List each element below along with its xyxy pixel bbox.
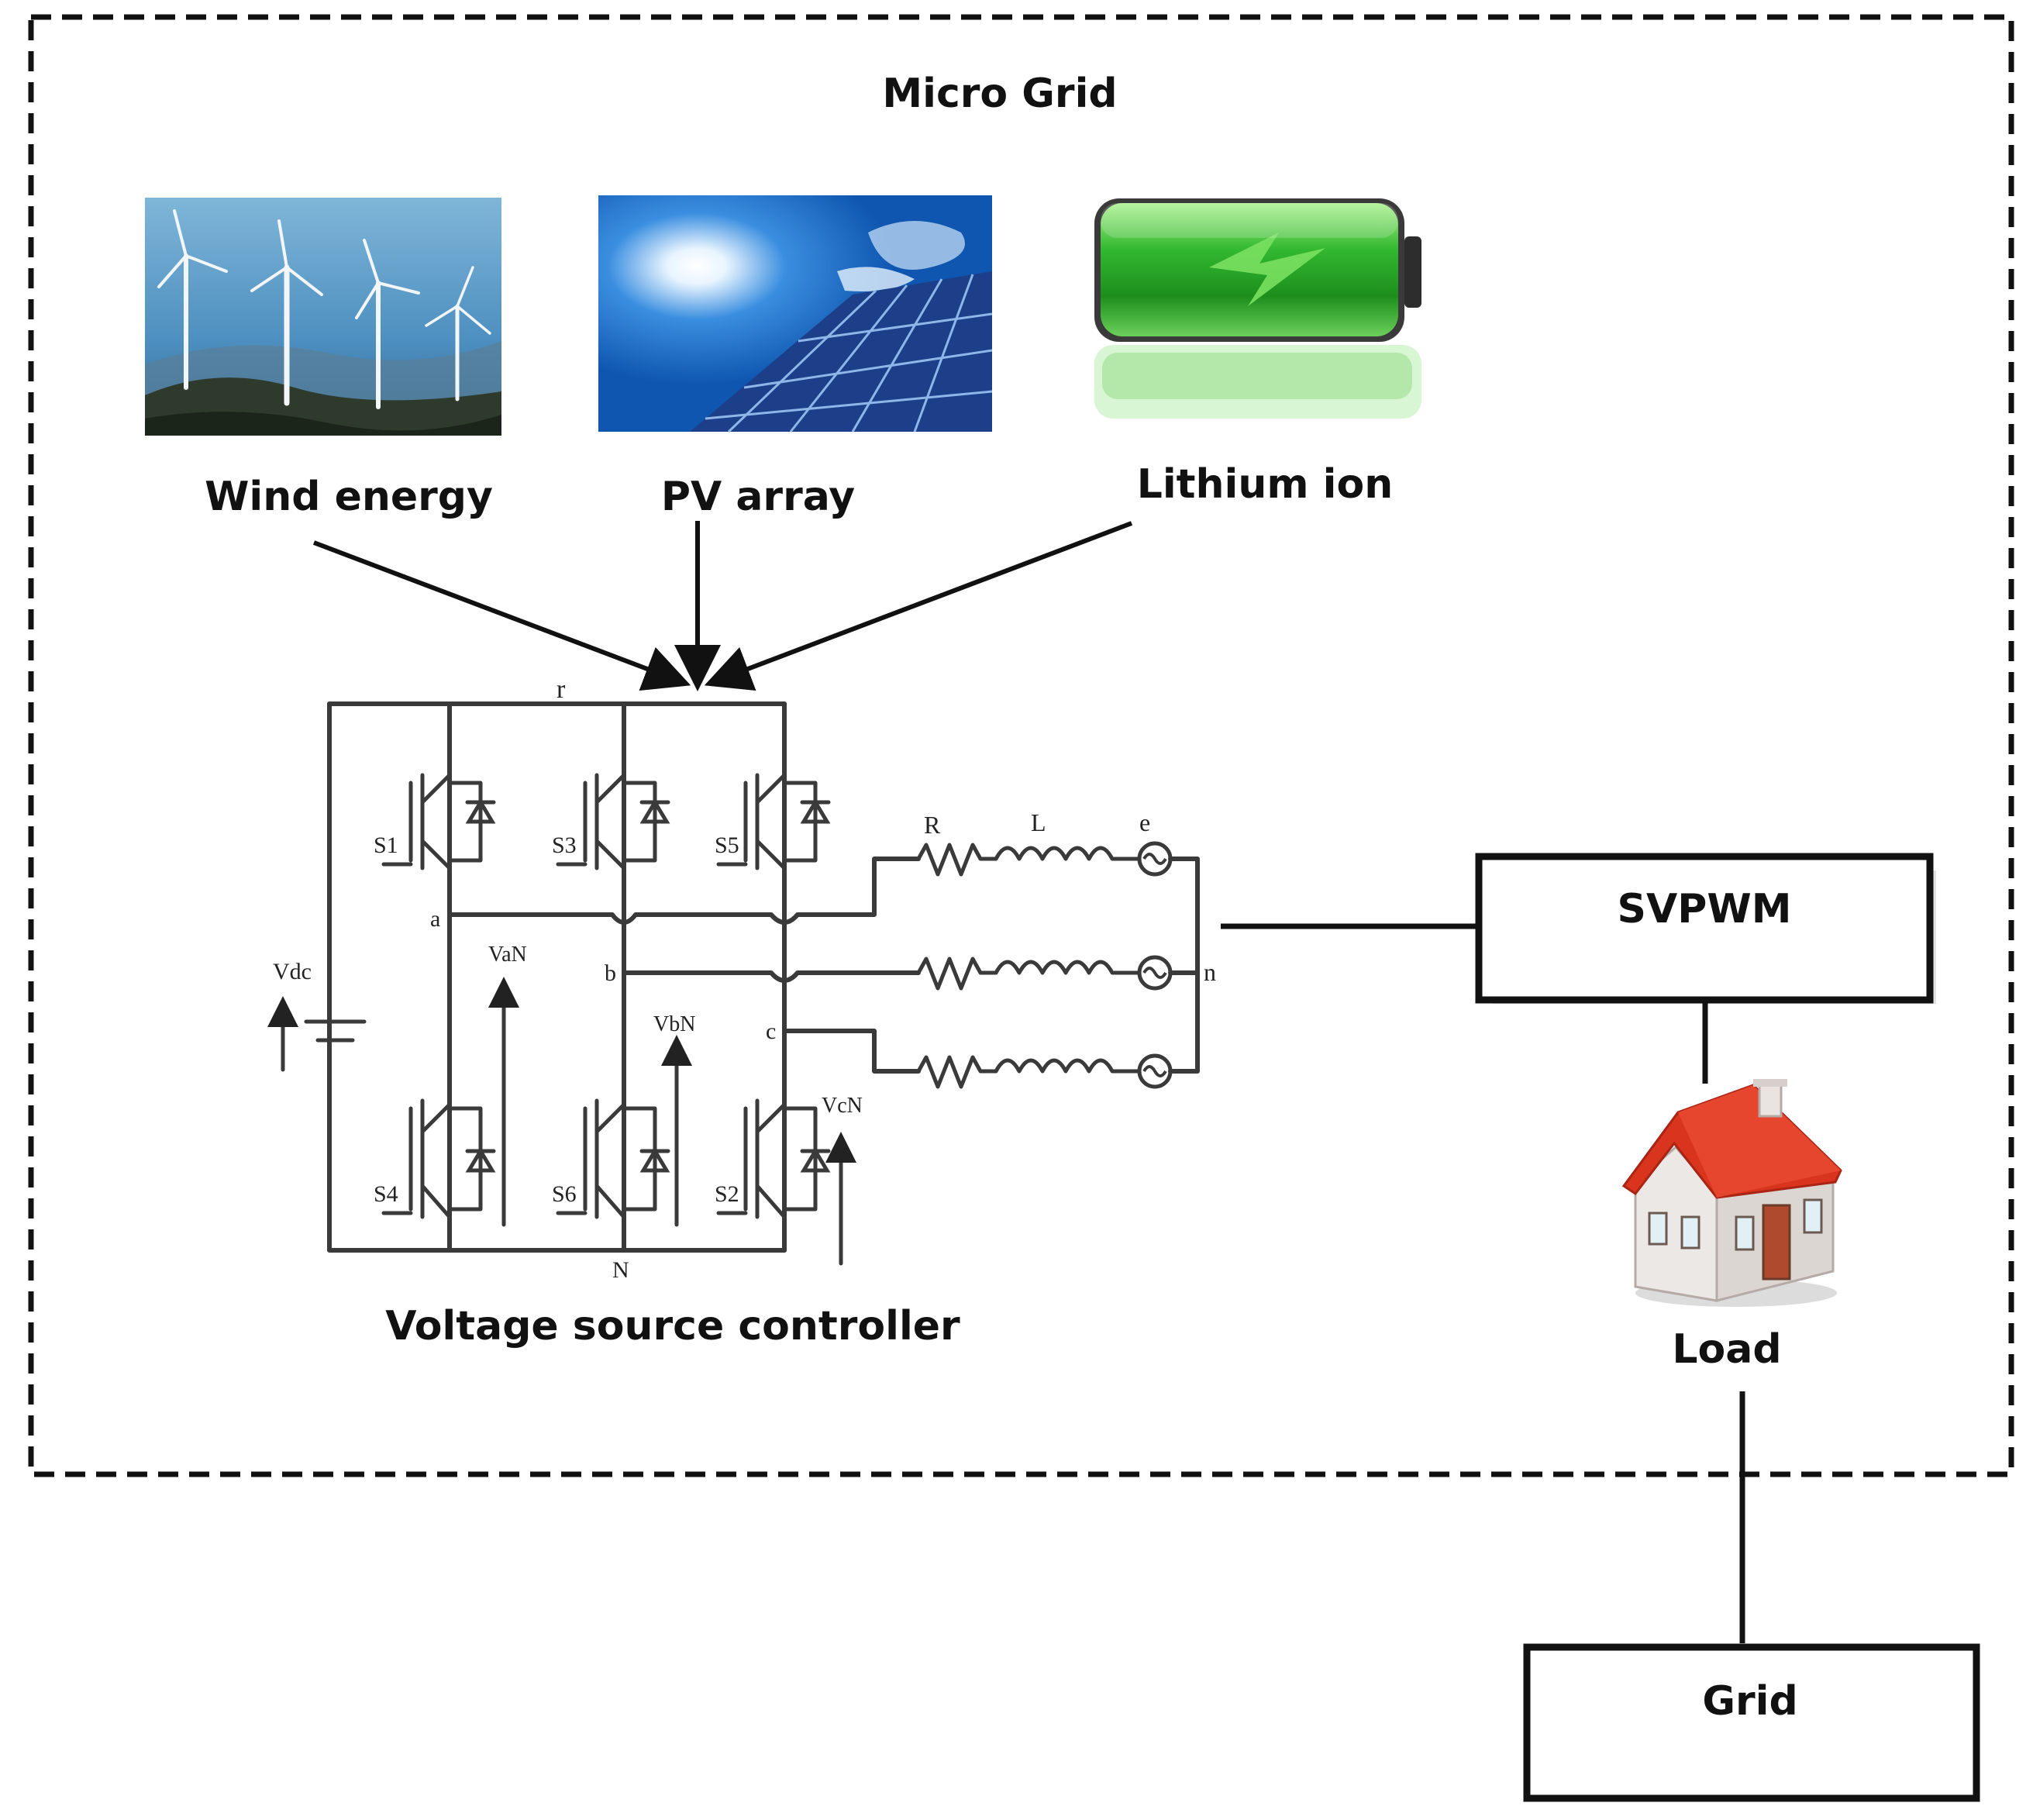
inverter-caption: Voltage source controller [385,1303,960,1349]
svpwm-label: SVPWM [1618,886,1792,932]
load-label: Load [1672,1326,1781,1373]
solar-panel-photo [598,195,993,433]
star-point-label: n [1204,958,1216,986]
ac-source-a [1137,841,1173,877]
switch-label-s4: S4 [374,1181,398,1207]
switch-s3 [556,773,670,870]
inductor-b [994,960,1142,975]
switch-label-s2: S2 [715,1181,739,1207]
neutral-label: N [612,1257,629,1283]
source-label-pv: PV array [661,474,855,520]
house-icon [1621,1079,1842,1307]
switch-label-s6: S6 [552,1181,577,1207]
resistor-b [916,957,998,991]
grid-block: Grid [1523,1643,1980,1802]
node-label-b: b [605,960,616,986]
resistor-c [916,1055,998,1089]
microgrid-title: Micro Grid [882,71,1117,117]
ac-source-c [1137,1053,1173,1089]
switch-label-s5: S5 [715,832,739,858]
switch-s1 [381,773,496,870]
dc-source [267,996,367,1072]
voltage-label-cn: VcN [822,1094,863,1118]
voltage-source-inverter: r Vdc [267,675,1216,1283]
switch-s4 [381,1098,496,1219]
switch-s5 [716,773,831,870]
resistor-a [916,843,998,877]
source-label-e: e [1139,808,1150,836]
source-label-wind: Wind energy [205,474,493,520]
svpwm-block: SVPWM [1475,853,1936,1004]
inductor-label: L [1031,808,1046,836]
voltage-label-bn: VbN [653,1012,695,1036]
switch-label-s1: S1 [374,832,398,858]
inductor-c [994,1058,1142,1074]
voltage-label-an: VaN [488,943,527,967]
ac-source-b [1137,955,1173,991]
switch-s6 [556,1098,670,1219]
microgrid-boundary [28,14,2014,1477]
resistor-label: R [924,811,941,839]
node-label-c: c [766,1019,776,1044]
source-arrows [312,521,1133,691]
dc-voltage-label: Vdc [273,959,312,984]
top-rail-label: r [556,675,566,704]
source-label-battery: Lithium ion [1137,461,1394,508]
node-label-a: a [430,906,440,932]
wind-turbines-photo [145,198,501,436]
switch-s2 [716,1098,831,1219]
inductor-a [994,846,1142,861]
battery-icon [1094,198,1421,419]
grid-label: Grid [1702,1678,1797,1725]
switch-label-s3: S3 [552,832,577,858]
